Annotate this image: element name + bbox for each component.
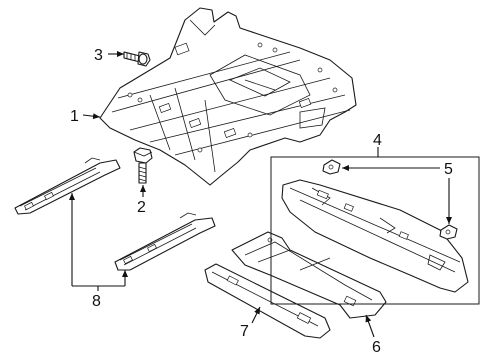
callout-7: 7 xyxy=(240,323,249,340)
clip-nut-part-5-a xyxy=(322,159,341,175)
clip-nut-part-5-b xyxy=(439,224,458,240)
rail-part-8-upper xyxy=(14,157,121,215)
bracket-part-7 xyxy=(204,263,331,339)
callout-labels: 1 2 3 4 5 6 7 8 xyxy=(70,47,453,356)
rail-part-8-lower xyxy=(114,212,216,271)
callout-6: 6 xyxy=(372,339,381,356)
callout-2: 2 xyxy=(137,199,146,216)
bolt-part-2 xyxy=(133,147,153,184)
reinforcement-part xyxy=(281,179,469,293)
callout-8: 8 xyxy=(92,293,101,310)
callout-5: 5 xyxy=(444,161,453,178)
floor-pan-part xyxy=(99,7,357,186)
callout-3: 3 xyxy=(94,47,103,64)
part-4-group-box xyxy=(270,156,480,305)
leader-lines xyxy=(69,51,452,338)
callout-4: 4 xyxy=(373,132,382,149)
bolt-part-3 xyxy=(123,51,151,67)
callout-1: 1 xyxy=(70,108,79,125)
